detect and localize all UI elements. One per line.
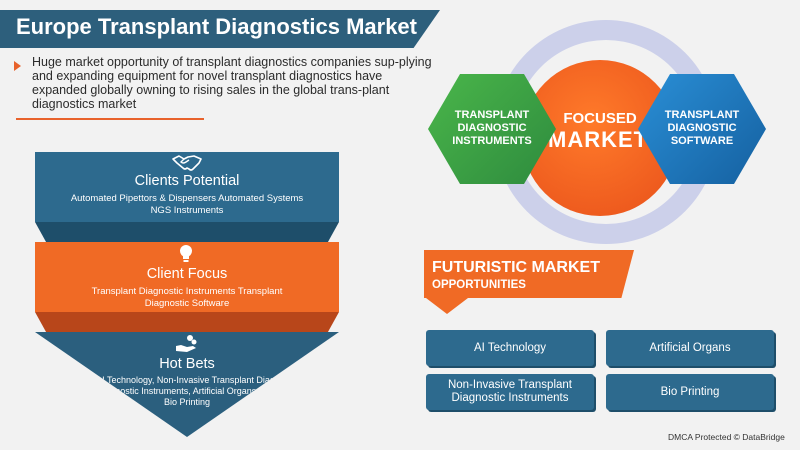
funnel-client-focus: Client Focus Transplant Diagnostic Instr… (35, 242, 339, 312)
hot-bets-line: nostic Instruments, Artificial Organs, (115, 386, 259, 396)
funnel-fold (35, 222, 339, 244)
opportunity-card: AI Technology (426, 330, 594, 366)
futuristic-title: FUTURISTIC MARKET (432, 259, 600, 276)
futuristic-banner (424, 250, 634, 298)
hex-right-label: TRANSPLANT DIAGNOSTIC SOFTWARE (664, 109, 740, 147)
futuristic-subtitle: OPPORTUNITIES (432, 279, 526, 291)
down-arrow-icon (426, 298, 468, 314)
funnel-hot-bets: Hot Bets AI Technology, Non-Invasive Tra… (35, 332, 339, 437)
focused-label-line1: FOCUSED (563, 110, 637, 127)
intro-divider (16, 118, 204, 120)
hot-bets-line: AI Technology, Non-Invasive Transplant D… (96, 375, 278, 385)
focused-markets-label: FOCUSED MARKETS (548, 110, 664, 153)
page-title: Europe Transplant Diagnostics Market (16, 14, 417, 39)
focused-label-line2: MARKETS (548, 127, 664, 152)
hex-left-label: TRANSPLANT DIAGNOSTIC INSTRUMENTS (452, 109, 532, 147)
clients-potential-line: NGS Instruments (150, 205, 224, 216)
client-focus-line: Diagnostic Software (144, 298, 230, 309)
funnel-clients-potential: Clients Potential Automated Pipettors & … (35, 152, 339, 222)
lightbulb-icon (178, 244, 194, 264)
intro-paragraph: Huge market opportunity of transplant di… (32, 55, 432, 111)
client-focus-heading: Client Focus (146, 266, 228, 282)
intro-bullet-icon (14, 61, 21, 71)
opportunity-card: Non-Invasive Transplant Diagnostic Instr… (426, 374, 594, 410)
clients-potential-line: Automated Pipettors & Dispensers Automat… (70, 193, 304, 204)
hot-bets-line: Bio Printing (163, 397, 211, 407)
opportunity-card: Bio Printing (606, 374, 774, 410)
title-banner (0, 10, 440, 48)
hand-coins-icon (175, 334, 199, 354)
hot-bets-heading: Hot Bets (159, 356, 215, 372)
opportunity-card: Artificial Organs (606, 330, 774, 366)
client-focus-line: Transplant Diagnostic Instruments Transp… (91, 286, 283, 297)
dmca-credit: DMCA Protected © DataBridge (668, 432, 785, 442)
handshake-icon (172, 154, 202, 172)
funnel-fold (35, 312, 339, 334)
clients-potential-heading: Clients Potential (134, 173, 240, 189)
